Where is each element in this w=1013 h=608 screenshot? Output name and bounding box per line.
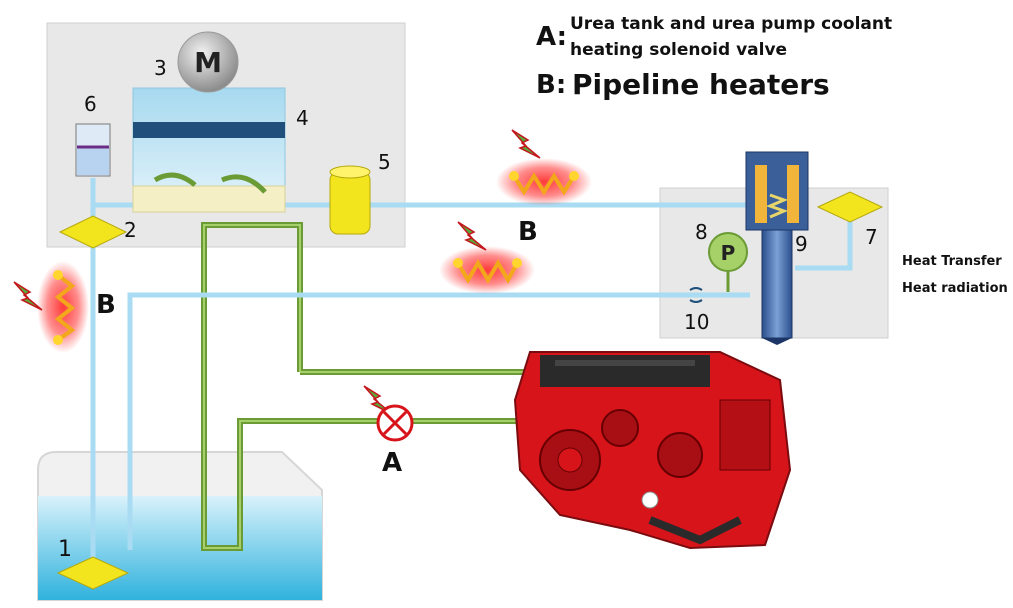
pump-valve-left <box>153 172 197 187</box>
label-8: 8 <box>695 220 708 244</box>
motor <box>177 31 239 93</box>
label-2: 2 <box>124 218 137 242</box>
lightning-icon <box>457 221 487 251</box>
inlet-filter-1 <box>56 556 130 590</box>
filter <box>329 171 371 235</box>
heater-b-left-label: B <box>96 290 116 320</box>
lightning-icon <box>13 281 43 311</box>
heater-b-top-label: B <box>518 217 538 247</box>
label-9: 9 <box>795 232 808 256</box>
pressure-label: P <box>721 241 736 265</box>
heater-middle <box>439 246 535 294</box>
lightning-icon <box>511 129 541 159</box>
sensor-7 <box>816 191 884 223</box>
pressure-sensor <box>708 232 748 272</box>
pump-valve-right <box>221 174 267 194</box>
pump-diaphragm <box>133 122 285 138</box>
label-3: 3 <box>154 56 167 80</box>
engine-image <box>513 351 792 550</box>
injector <box>745 151 809 345</box>
legend-a-line1: Urea tank and urea pump coolant <box>570 14 893 34</box>
heater-top <box>496 158 592 206</box>
label-6: 6 <box>84 92 97 116</box>
urea-liquid <box>38 496 322 600</box>
heater-left <box>37 261 89 353</box>
legend-b-text: Pipeline heaters <box>572 68 830 101</box>
legend-a-line2: heating solenoid valve <box>570 40 788 60</box>
motor-label: M <box>194 46 222 79</box>
label-7: 7 <box>865 225 878 249</box>
pump-base <box>132 185 286 213</box>
label-5: 5 <box>378 150 391 174</box>
legend-b-key: B: <box>536 70 567 100</box>
label-10: 10 <box>684 310 710 334</box>
legend-a-key: A: <box>536 22 568 52</box>
label-4: 4 <box>296 106 309 130</box>
solenoid-valve-a <box>376 404 414 442</box>
valve-a-label: A <box>382 448 403 478</box>
valve-2 <box>58 215 128 249</box>
heat-radiation-text: Heat radiation <box>902 281 1008 296</box>
label-1: 1 <box>58 537 72 562</box>
throttle-10 <box>689 287 703 303</box>
heat-transfer-text: Heat Transfer <box>902 254 1002 269</box>
